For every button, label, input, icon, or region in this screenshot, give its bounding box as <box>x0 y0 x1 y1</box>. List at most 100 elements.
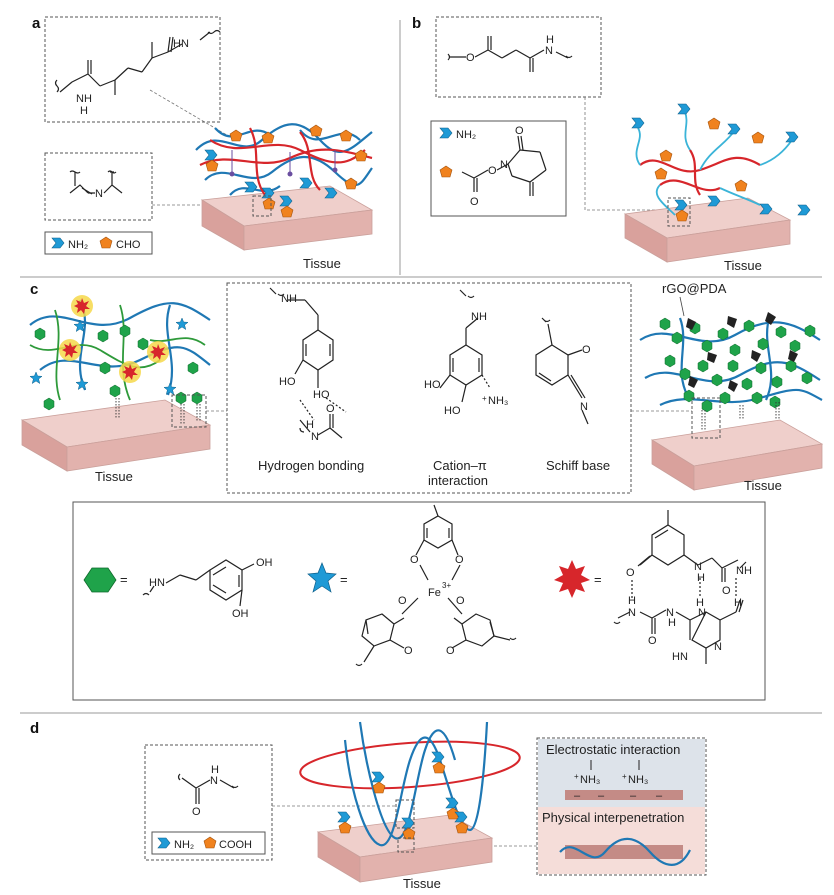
nh2-legend-label: NH₂ <box>68 239 88 251</box>
panel-d-tissue-label: Tissue <box>403 876 441 891</box>
panel-a-structure-box <box>44 16 221 123</box>
upy-definition: = NH N H O O H N N H N H O HN H N <box>554 510 752 664</box>
upy-n-a: N <box>694 561 702 573</box>
rgo-pda-label: rGO@PDA <box>662 281 727 296</box>
leader-a-1 <box>149 89 233 139</box>
upy-h-a: H <box>697 572 705 584</box>
panel-d: d N H O NH₂ COOH Tissue <box>30 720 707 891</box>
fe-eq: = <box>340 572 348 587</box>
amide-nh-bottom: NH <box>76 93 92 105</box>
electrostatic-label: Electrostatic interaction <box>546 742 680 757</box>
cho-legend-label: CHO <box>116 239 141 251</box>
nh2-legend-label-d: NH₂ <box>174 839 194 851</box>
panel-a-legend <box>44 231 153 255</box>
cation-pi-structure: NH HO HO + NH₃ <box>424 289 508 417</box>
panel-a-tissue-label: Tissue <box>303 256 341 271</box>
cooh-legend-label: COOH <box>219 839 252 851</box>
panel-b-ester-amide-structure: O N H <box>447 34 573 72</box>
d-amide-o: O <box>192 806 201 818</box>
nh2-legend-icon-d <box>157 837 171 849</box>
fe-o5: O <box>404 645 413 657</box>
nhs-n: N <box>500 159 508 171</box>
cooh-legend-icon <box>203 836 217 849</box>
d-amide-n: N <box>210 775 218 787</box>
upy-n-b: N <box>628 607 636 619</box>
panel-a-amide-structure: HN NH H <box>54 29 221 117</box>
cp-nh: NH <box>471 311 487 323</box>
hb-n: N <box>311 431 319 443</box>
fe-o6: O <box>446 645 455 657</box>
catechol-definition: = HN OH OH <box>83 557 273 620</box>
panel-b-network <box>631 103 811 227</box>
panel-d-label: d <box>30 720 39 737</box>
upy-o-b: O <box>722 585 731 597</box>
nh2-legend-label-b: NH₂ <box>456 129 476 141</box>
nh2-legend-icon-b <box>439 127 453 139</box>
panel-a-label: a <box>32 15 41 32</box>
amide-h: H <box>546 34 554 46</box>
upy-hn: HN <box>672 651 688 663</box>
upy-eq: = <box>594 572 602 587</box>
panel-a-imine-box <box>44 152 153 221</box>
panel-d-structure-box <box>144 744 273 861</box>
upy-nh-mid: N <box>698 607 706 619</box>
nhs-o1: O <box>488 165 497 177</box>
panel-c-definitions-box <box>72 501 766 701</box>
panel-c-left-tissue-label: Tissue <box>95 469 133 484</box>
fe-charge: 3+ <box>442 581 451 590</box>
svg-text:+: + <box>482 394 487 403</box>
cation-pi-label-2: interaction <box>428 473 488 488</box>
nhs-ester-legend-icon <box>439 165 453 178</box>
minus-1: – <box>574 790 581 802</box>
minus-2: – <box>598 790 605 802</box>
panel-a-network <box>195 123 373 217</box>
cho-legend-icon <box>99 236 113 249</box>
imine-n: N <box>95 188 103 200</box>
amide-h-bottom: H <box>80 105 88 117</box>
hb-nh: NH <box>281 293 297 305</box>
minus-4: – <box>656 790 663 802</box>
catechol-oh2: OH <box>232 608 249 620</box>
ester-o: O <box>466 52 475 64</box>
nh3-label-a: NH₃ <box>580 774 600 786</box>
panel-a: a HN NH H N NH₂ CHO <box>32 15 374 271</box>
nhs-o3: O <box>515 125 524 137</box>
cp-nh3: NH₃ <box>488 395 508 407</box>
hb-ho1: HO <box>279 376 296 388</box>
cp-ho1: HO <box>424 379 441 391</box>
d-amide-h: H <box>211 764 219 776</box>
panel-b-label: b <box>412 15 421 32</box>
fe-o1: O <box>410 554 419 566</box>
cp-ho2: HO <box>444 405 461 417</box>
svg-text:+: + <box>574 772 579 781</box>
upy-o-c: O <box>648 635 657 647</box>
upy-h-d: H <box>668 617 676 629</box>
fe-catechol-definition: = O O O O O O Fe 3+ <box>307 504 517 667</box>
schiff-base-structure: O N <box>535 317 591 425</box>
schiff-n: N <box>580 401 588 413</box>
panel-d-network <box>299 721 521 853</box>
nhs-o2: O <box>470 196 479 208</box>
rgo-pointer <box>679 296 685 317</box>
fe-star-icon <box>307 562 337 593</box>
upy-h-c: H <box>696 597 704 609</box>
minus-3: – <box>630 790 637 802</box>
fe-center: Fe <box>428 587 441 599</box>
upy-o-a: O <box>626 567 635 579</box>
amide-n: N <box>545 45 553 57</box>
hydrogen-bonding-label: Hydrogen bonding <box>258 458 364 473</box>
panel-d-amide-structure: N H O <box>177 764 239 818</box>
nhs-ester-structure: O O O N <box>461 125 547 208</box>
interpenetration-wave <box>559 837 691 866</box>
upy-n-low: N <box>714 641 722 653</box>
panel-b-tissue-label: Tissue <box>724 258 762 273</box>
svg-text:+: + <box>622 772 627 781</box>
panel-b-legend-box <box>430 120 567 217</box>
panel-b-tissue-block <box>623 197 792 263</box>
panel-c-label: c <box>30 281 38 298</box>
panel-c-interactions-box <box>226 282 632 494</box>
panel-b: b O N H NH₂ O O O N Tissue <box>412 15 811 273</box>
fe-o3: O <box>398 595 407 607</box>
catechol-eq: = <box>120 572 128 587</box>
